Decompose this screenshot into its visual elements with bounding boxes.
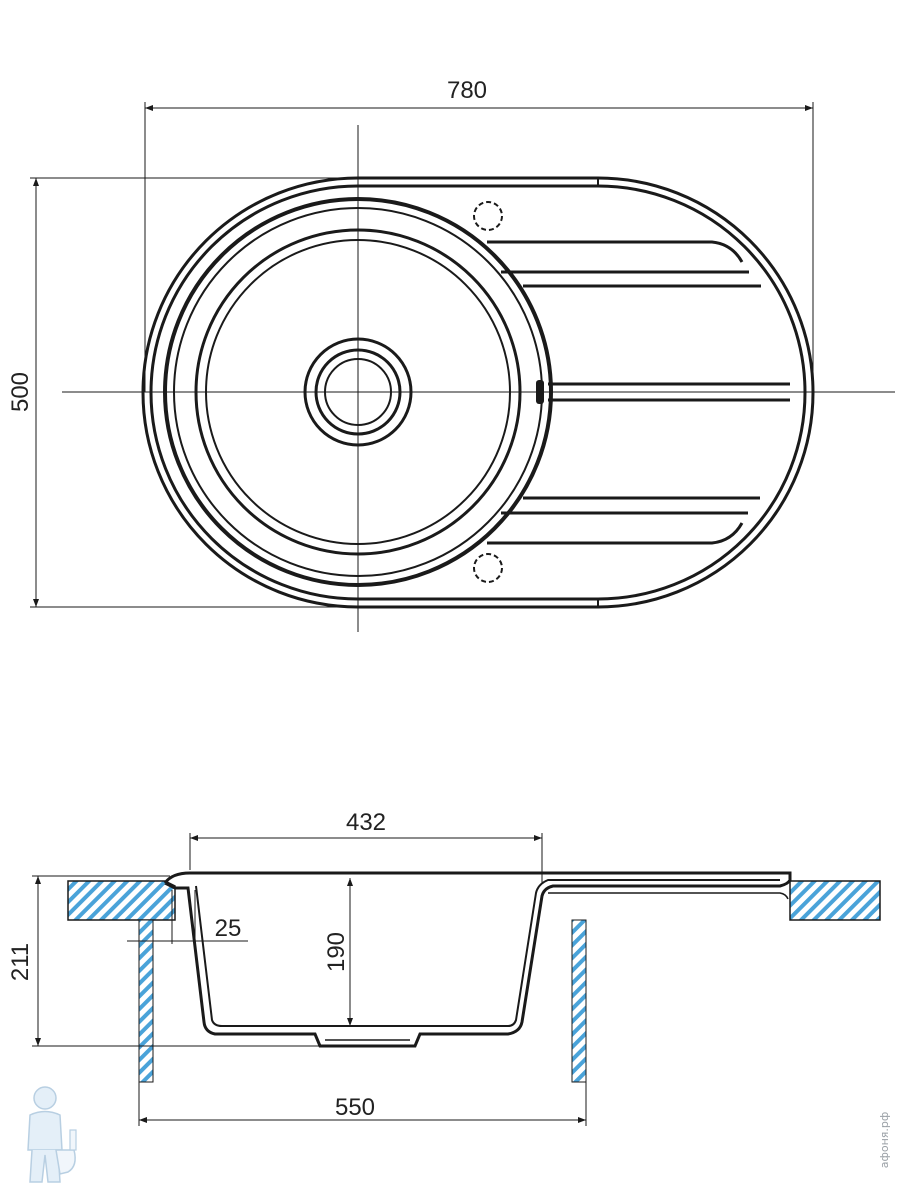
bowl-inner-ring (194, 228, 522, 556)
height-dimension (30, 177, 358, 608)
tap-hole-knockout-bottom (473, 553, 503, 583)
dim-height-label: 500 (7, 372, 34, 412)
total-depth-dimension (32, 875, 320, 1047)
bowl-outer-ring (163, 197, 553, 587)
drain-hole (324, 358, 392, 426)
countertop-right (789, 880, 881, 921)
drain-outer (303, 337, 413, 447)
dim-bowl-depth-label: 190 (323, 932, 350, 972)
dim-total-depth-label: 211 (7, 943, 34, 981)
plumber-mascot-logo (27, 1086, 77, 1183)
rim-dimension (127, 890, 248, 944)
tap-hole-knockout-top (473, 201, 503, 231)
cabinet-wall-left (138, 919, 154, 1083)
dim-cabinet-width-label: 550 (335, 1094, 375, 1121)
bowl-depth-dimension (347, 878, 353, 1026)
drain-inner (314, 348, 402, 436)
cabinet-width-dimension (138, 1082, 587, 1126)
dim-bowl-width-label: 432 (346, 809, 386, 836)
bowl-floor-ring (205, 239, 511, 545)
overflow-slot (536, 380, 544, 404)
top-view (30, 102, 895, 632)
dim-rim-label: 25 (215, 915, 242, 942)
watermark-site: афоня.рф (878, 1112, 891, 1169)
center-lines (62, 125, 895, 632)
cabinet-wall-right (571, 919, 587, 1083)
section-view (32, 833, 881, 1126)
countertop-left (67, 880, 176, 921)
width-dimension (144, 102, 814, 392)
bowl-width-dimension (189, 833, 543, 884)
dim-width-label: 780 (447, 77, 487, 104)
sink-profile (163, 871, 792, 1048)
drainboard-ribs (487, 240, 790, 545)
